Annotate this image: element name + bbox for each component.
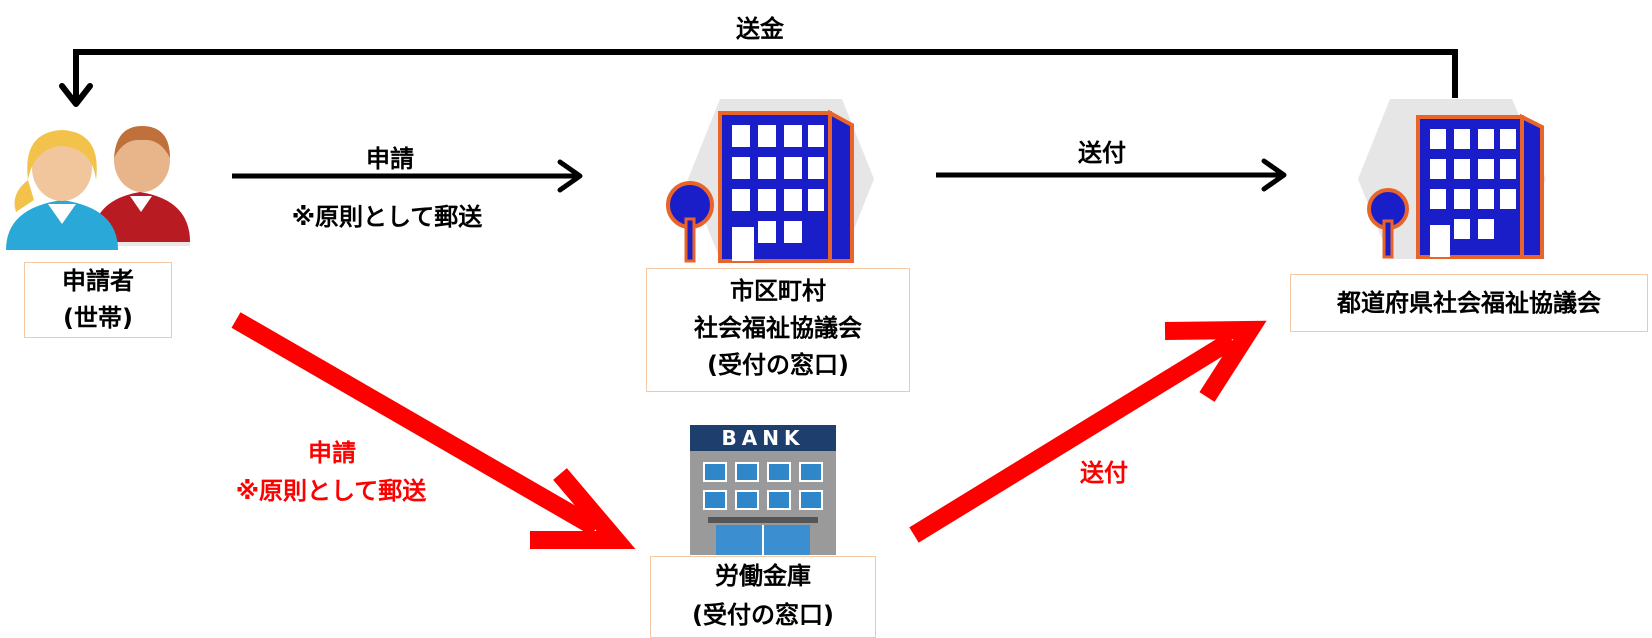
send-black-label: 送付 — [1078, 139, 1126, 167]
remittance-connector — [73, 49, 1458, 100]
office-building-icon — [1358, 99, 1546, 259]
applicant-box: 申請者 (世帯) — [24, 262, 172, 338]
municipal-council-box: 市区町村 社会福祉協議会 (受付の窓口) — [646, 268, 910, 392]
municipal-line3: (受付の窓口) — [707, 351, 849, 379]
bank-sign: BANK — [722, 426, 805, 450]
send-red-label: 送付 — [1080, 459, 1128, 487]
send-red-arrow — [909, 332, 1237, 543]
remittance-label: 送金 — [736, 15, 784, 43]
bank-name: 労働金庫 — [715, 562, 811, 590]
applicant-name: 申請者 — [62, 267, 134, 295]
send-red-arrowhead — [1164, 320, 1267, 402]
apply-black-arrowhead — [557, 159, 583, 193]
apply-black-note: ※原則として郵送 — [291, 203, 483, 231]
apply-red-note: ※原則として郵送 — [235, 477, 427, 505]
remittance-arrowhead — [59, 83, 93, 107]
municipal-line1: 市区町村 — [730, 277, 826, 305]
office-building-icon — [666, 99, 874, 263]
prefectural-council-box: 都道府県社会福祉協議会 — [1290, 274, 1648, 332]
people-icon — [6, 126, 190, 250]
apply-black-label: 申請 — [366, 145, 414, 173]
apply-red-arrow — [231, 312, 601, 536]
apply-red-label: 申請 — [308, 439, 356, 467]
prefectural-name: 都道府県社会福祉協議会 — [1337, 289, 1601, 317]
bank-window: (受付の窓口) — [692, 601, 834, 629]
bank-building-icon: BANK — [690, 425, 836, 555]
send-black-arrowhead — [1261, 158, 1287, 192]
apply-red-arrowhead — [530, 468, 636, 549]
bank-box: 労働金庫 (受付の窓口) — [650, 556, 876, 638]
municipal-line2: 社会福祉協議会 — [694, 314, 862, 342]
applicant-household: (世帯) — [63, 304, 133, 332]
